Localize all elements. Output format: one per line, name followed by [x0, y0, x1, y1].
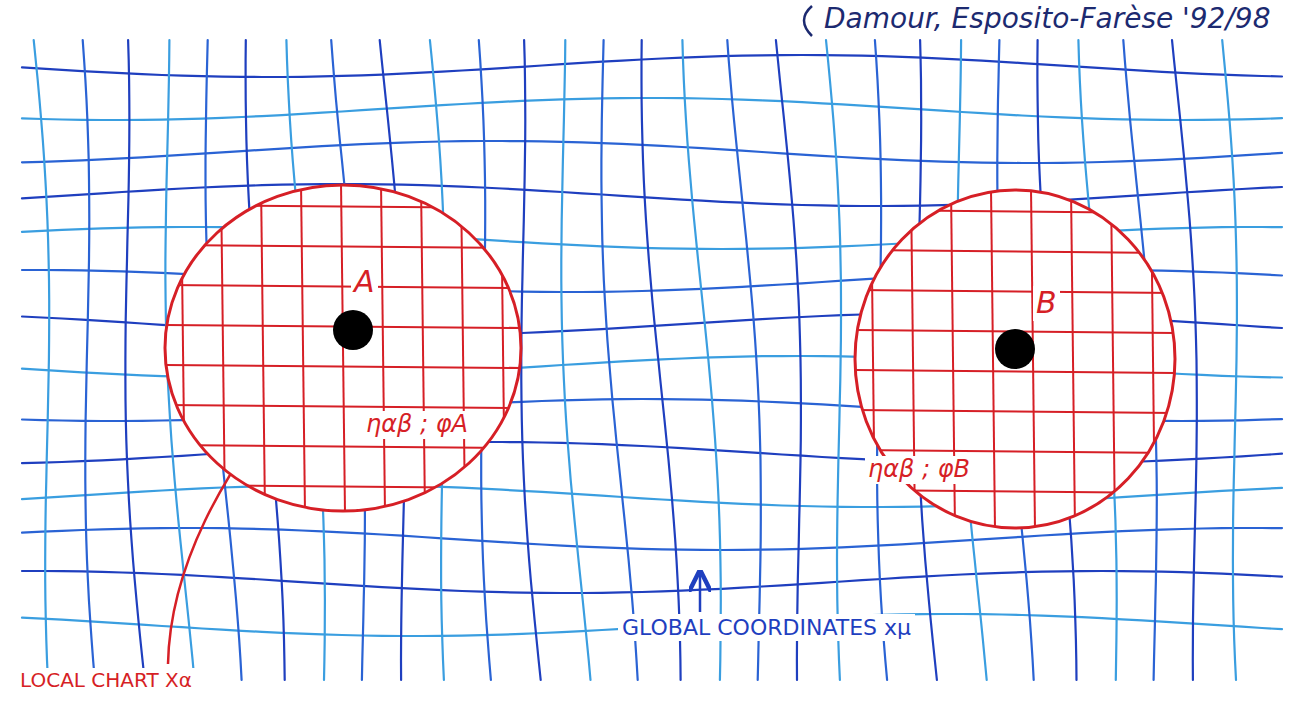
grid-line — [1222, 40, 1237, 680]
citation: Damour, Esposito-Farèse '92/98 — [820, 2, 1274, 36]
grid-line — [22, 184, 1282, 206]
local-grid-line — [853, 490, 1177, 493]
local-chart-circle: Bηαβ ; φB — [853, 188, 1177, 530]
local-grid-line — [221, 183, 225, 513]
local-grid-line — [853, 410, 1177, 413]
grid-line — [125, 40, 144, 680]
grid-line — [22, 528, 1282, 550]
local-grid-line — [1111, 188, 1115, 530]
local-grid-line — [381, 183, 385, 513]
local-grid-line — [1071, 188, 1075, 530]
local-chart-circle: Aηαβ ; φA — [163, 183, 523, 513]
metric-field-label: ηαβ ; φA — [363, 411, 471, 439]
local-grid-line — [181, 183, 185, 513]
local-grid-line — [301, 183, 305, 513]
leader-line — [699, 572, 702, 612]
grid-line — [22, 141, 1282, 163]
local-grid-line — [501, 183, 505, 513]
body-name: B — [1033, 286, 1060, 321]
local-grid-line — [163, 445, 523, 448]
local-grid-line — [853, 450, 1177, 453]
bracket — [804, 6, 812, 36]
local-grid-line — [461, 183, 465, 513]
grid-line — [521, 40, 540, 680]
body-dot — [995, 329, 1035, 369]
local-chart-label: LOCAL CHART Xα — [16, 668, 196, 693]
local-grid-line — [991, 188, 995, 530]
body-name: A — [351, 265, 378, 300]
grid-line — [22, 98, 1282, 120]
grid-line — [22, 571, 1282, 593]
grid-line — [642, 40, 681, 680]
local-grid-line — [163, 365, 523, 368]
local-grid-line — [421, 183, 425, 513]
grid-line — [682, 40, 720, 680]
circle-outline — [163, 183, 523, 513]
local-grid-line — [163, 205, 523, 208]
local-grid-line — [853, 290, 1177, 293]
local-grid-line — [163, 485, 523, 488]
local-grid-line — [853, 370, 1177, 373]
body-dot — [333, 310, 373, 350]
local-grid-line — [261, 183, 265, 513]
local-grid-line — [163, 285, 523, 288]
grid-line — [776, 40, 801, 680]
grid-line — [727, 40, 761, 680]
grid-line — [601, 40, 637, 680]
local-grid-line — [853, 210, 1177, 213]
local-grid-line — [1151, 188, 1155, 530]
grid-line — [561, 40, 590, 680]
grid-line — [34, 40, 50, 680]
metric-field-label: ηαβ ; φB — [865, 456, 973, 484]
grid-line — [826, 40, 841, 680]
global-coordinates-label: GLOBAL COORDINATES xμ — [618, 614, 915, 641]
local-grid-line — [163, 405, 523, 408]
local-grid-line — [163, 245, 523, 248]
grid-line — [22, 55, 1282, 77]
grid-line — [83, 40, 95, 680]
local-grid-line — [853, 250, 1177, 253]
